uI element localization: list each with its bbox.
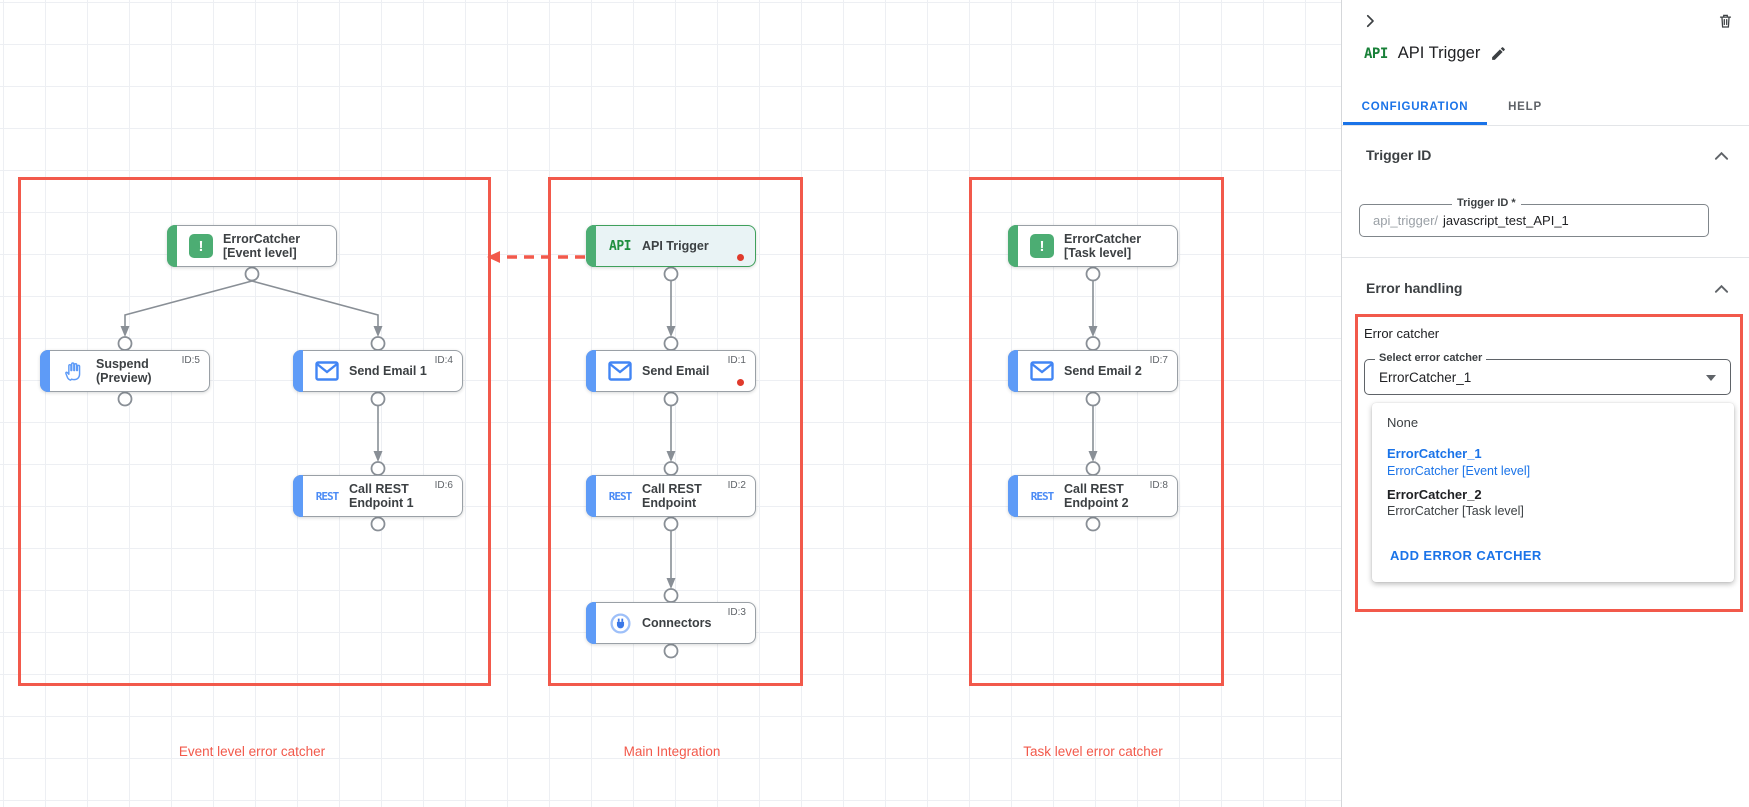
- error-indicator-dot: [737, 379, 744, 386]
- error-catcher-dropdown-menu: None ErrorCatcher_1 ErrorCatcher [Event …: [1372, 403, 1734, 582]
- arrowheads: [120, 326, 1098, 589]
- annotation-box-event-level: [18, 177, 491, 686]
- node-accent-bar: [40, 350, 50, 392]
- node-accent-bar: [1008, 225, 1018, 267]
- node-accent-bar: [167, 225, 177, 267]
- annotation-label-event-level: Event level error catcher: [178, 744, 326, 759]
- error-indicator-dot: [737, 254, 744, 261]
- dropdown-option-errorcatcher-1[interactable]: ErrorCatcher_1: [1387, 446, 1482, 461]
- annotation-box-task-level: [969, 177, 1224, 686]
- annotation-label-task-level: Task level error catcher: [1023, 744, 1163, 759]
- annotation-label-main-integration: Main Integration: [623, 744, 721, 759]
- node-id-badge: ID:1: [727, 355, 746, 366]
- node-label: ErrorCatcher[Task level]: [1064, 231, 1142, 261]
- collapse-panel-button[interactable]: [1361, 12, 1379, 30]
- node-accent-bar: [586, 602, 596, 644]
- annotation-box-main-integration: [548, 177, 803, 686]
- mail-icon: [1022, 361, 1062, 381]
- error-catcher-icon: !: [1022, 234, 1062, 258]
- select-value: ErrorCatcher_1: [1379, 369, 1472, 385]
- hand-icon: [54, 360, 94, 383]
- add-error-catcher-button[interactable]: ADD ERROR CATCHER: [1390, 548, 1542, 563]
- node-label: Connectors: [642, 615, 712, 630]
- node-label: Suspend(Preview): [96, 356, 152, 386]
- node-label: ErrorCatcher[Event level]: [223, 231, 301, 261]
- error-link-arrow: [487, 251, 585, 263]
- node-send-email-1[interactable]: Send Email 1 ID:4: [293, 350, 463, 392]
- node-accent-bar: [586, 475, 596, 517]
- panel-title: API Trigger: [1397, 44, 1481, 62]
- node-label: Send Email 1: [349, 363, 427, 378]
- node-send-email[interactable]: Send Email ID:1: [586, 350, 756, 392]
- node-label: Send Email 2: [1064, 363, 1142, 378]
- error-catcher-label: Error catcher: [1364, 326, 1440, 341]
- workflow-canvas[interactable]: ! ErrorCatcher[Event level] Suspend(Prev…: [0, 0, 1341, 807]
- node-errorcatcher-task[interactable]: ! ErrorCatcher[Task level]: [1008, 225, 1178, 267]
- node-suspend[interactable]: Suspend(Preview) ID:5: [40, 350, 210, 392]
- node-send-email-2[interactable]: Send Email 2 ID:7: [1008, 350, 1178, 392]
- api-trigger-icon: API: [1364, 45, 1388, 62]
- node-accent-bar: [293, 350, 303, 392]
- edge-layer: [117, 251, 1101, 659]
- node-accent-bar: [293, 475, 303, 517]
- active-tab-indicator: [1343, 122, 1487, 125]
- section-error-handling: Error handling: [1366, 280, 1463, 296]
- node-connectors[interactable]: Connectors ID:3: [586, 602, 756, 644]
- node-api-trigger[interactable]: API API Trigger: [586, 225, 756, 267]
- connector-icon: [600, 612, 640, 635]
- dropdown-option-errorcatcher-2-desc[interactable]: ErrorCatcher [Task level]: [1387, 504, 1524, 518]
- chevron-up-icon[interactable]: [1714, 283, 1729, 295]
- trigger-id-field[interactable]: Trigger ID * api_trigger/ javascript_tes…: [1359, 197, 1709, 237]
- section-divider: [1342, 257, 1749, 258]
- mail-icon: [600, 361, 640, 381]
- tab-configuration[interactable]: CONFIGURATION: [1361, 100, 1469, 113]
- select-label: Select error catcher: [1375, 352, 1487, 364]
- rest-icon: REST: [608, 489, 632, 503]
- rest-icon: REST: [315, 489, 339, 503]
- dropdown-option-errorcatcher-2[interactable]: ErrorCatcher_2: [1387, 487, 1482, 502]
- annotation-box-error-catcher: [1355, 314, 1743, 612]
- chevron-up-icon[interactable]: [1714, 150, 1729, 162]
- dropdown-caret-icon: [1706, 375, 1716, 381]
- trigger-id-field-label: Trigger ID *: [1452, 197, 1521, 209]
- node-id-badge: ID:4: [434, 355, 453, 366]
- mail-icon: [307, 361, 347, 381]
- tabs-divider: [1342, 125, 1749, 126]
- tab-help[interactable]: HELP: [1508, 100, 1542, 113]
- node-id-badge: ID:8: [1149, 480, 1168, 491]
- dropdown-option-errorcatcher-1-desc[interactable]: ErrorCatcher [Event level]: [1387, 464, 1531, 478]
- node-id-badge: ID:5: [181, 355, 200, 366]
- node-accent-bar: [586, 225, 596, 267]
- node-id-badge: ID:2: [727, 480, 746, 491]
- config-panel: API API Trigger CONFIGURATION HELP Trigg…: [1341, 0, 1749, 807]
- delete-trigger-button[interactable]: [1717, 12, 1734, 30]
- node-accent-bar: [1008, 350, 1018, 392]
- error-catcher-select[interactable]: Select error catcher ErrorCatcher_1: [1364, 352, 1731, 395]
- rest-icon: REST: [1030, 489, 1054, 503]
- node-accent-bar: [586, 350, 596, 392]
- section-trigger-id: Trigger ID: [1366, 147, 1432, 163]
- api-icon: API: [609, 238, 631, 254]
- node-errorcatcher-event[interactable]: ! ErrorCatcher[Event level]: [167, 225, 337, 267]
- node-id-badge: ID:6: [434, 480, 453, 491]
- node-id-badge: ID:3: [727, 607, 746, 618]
- edge-ports[interactable]: [117, 266, 1101, 659]
- node-label: API Trigger: [642, 238, 709, 253]
- edit-title-icon[interactable]: [1490, 45, 1507, 62]
- trigger-id-prefix: api_trigger/: [1373, 213, 1439, 228]
- dropdown-option-none[interactable]: None: [1387, 415, 1419, 430]
- node-accent-bar: [1008, 475, 1018, 517]
- trigger-id-value[interactable]: javascript_test_API_1: [1443, 213, 1569, 228]
- panel-header: API API Trigger: [1364, 44, 1507, 63]
- error-catcher-icon: !: [181, 234, 221, 258]
- node-id-badge: ID:7: [1149, 355, 1168, 366]
- node-label: Send Email: [642, 363, 710, 378]
